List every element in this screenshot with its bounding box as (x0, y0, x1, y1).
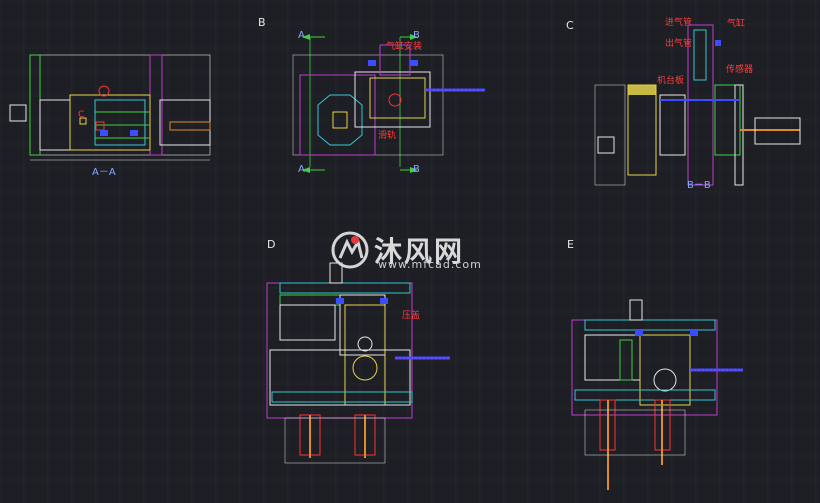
watermark-logo-icon (331, 231, 369, 269)
section-bb-label: B－B (687, 180, 711, 191)
annotation-aa-mid: C (78, 110, 85, 120)
annotation-inlet: 进气管 (665, 18, 693, 28)
view-e-label: E (567, 238, 574, 251)
view-d-label: D (267, 238, 276, 251)
annotation-sensor: 传感器 (726, 65, 754, 75)
annotation-block: 机台板 (657, 76, 685, 86)
view-d (266, 262, 450, 464)
watermark: 沐风网 (330, 228, 464, 272)
section-a-bottom-marker: A (298, 164, 305, 175)
view-aa (9, 54, 211, 161)
view-c-label: C (566, 19, 574, 32)
annotation-cylinder: 气缸 (727, 19, 746, 29)
annotation-outlet: 出气管 (665, 39, 693, 49)
view-e (571, 299, 743, 490)
view-b-label: B (258, 16, 266, 29)
annotation-b-top: 气缸安装 (386, 42, 423, 52)
section-aa-label: A－A (92, 167, 116, 178)
watermark-url: www.mfcad.com (378, 258, 482, 271)
view-b (292, 34, 485, 173)
view-c (594, 24, 801, 186)
annotation-b-side: 滑轨 (378, 131, 397, 141)
section-a-top-marker: A (298, 30, 305, 41)
watermark-brand: 沐风网 (374, 235, 465, 268)
section-b-bottom-marker: B (413, 164, 420, 175)
annotation-d-side: 压盖 (402, 311, 421, 321)
section-b-top-marker: B (413, 30, 420, 41)
